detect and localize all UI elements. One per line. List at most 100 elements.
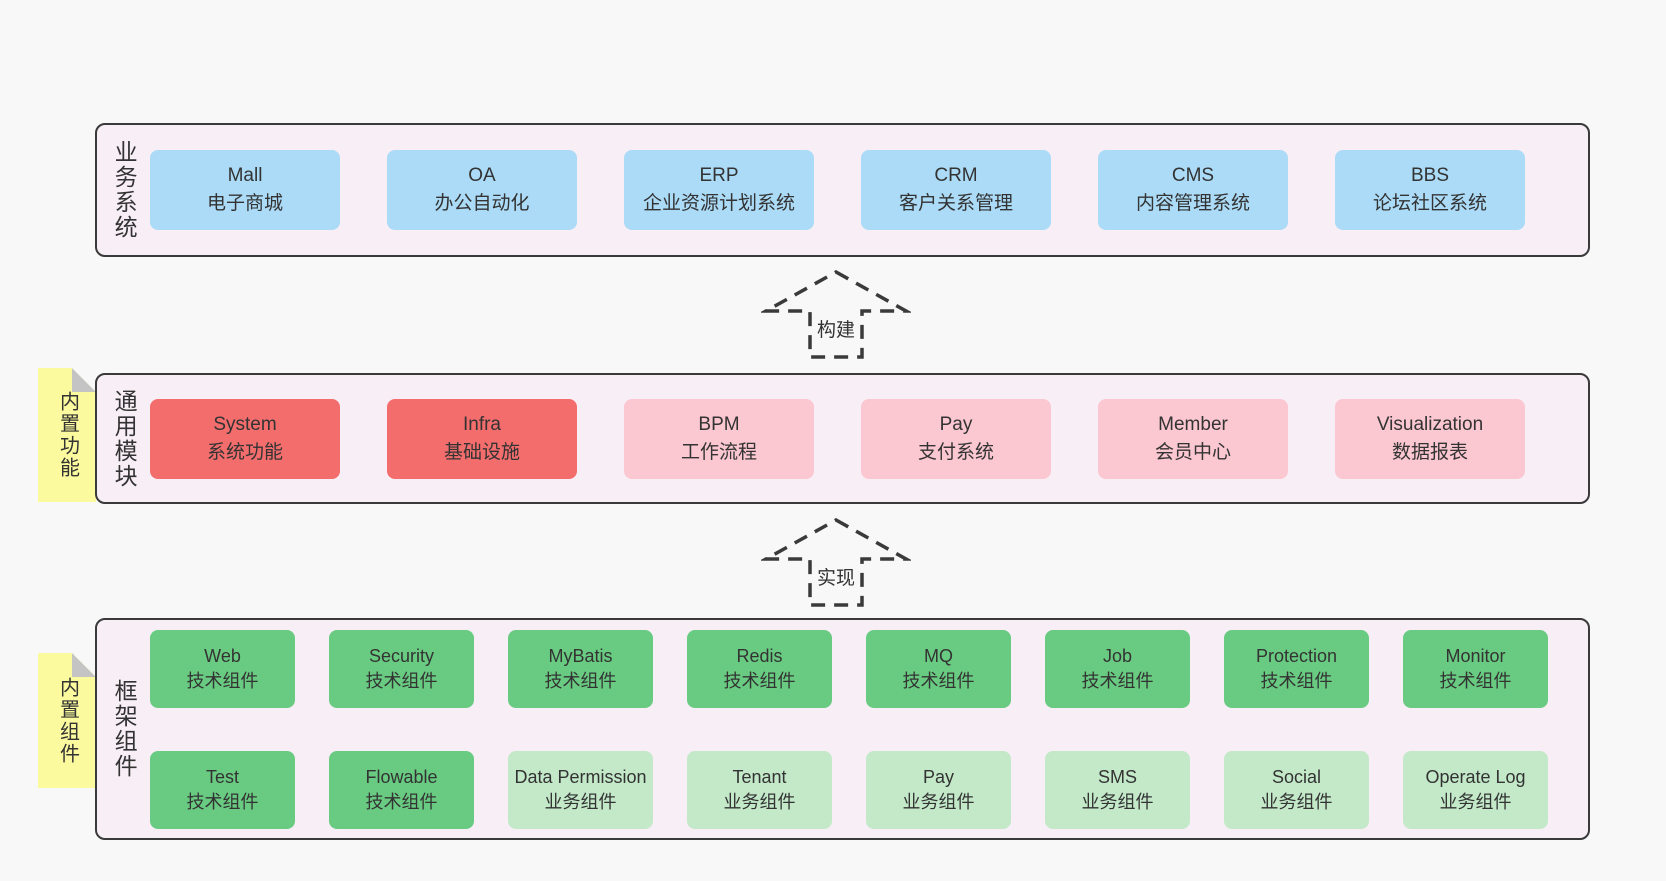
box-mall: Mall 电子商城 [150, 150, 340, 230]
box-member: Member 会员中心 [1098, 398, 1288, 479]
box-title: CMS [1171, 165, 1215, 186]
box-title: Flowable [365, 766, 438, 787]
box-subtitle: 技术组件 [1081, 670, 1154, 691]
note-label: 内置组件 [56, 676, 79, 765]
box-title: Redis [736, 645, 783, 666]
box-title: Monitor [1445, 645, 1506, 666]
arrow-label: 实现 [816, 568, 855, 589]
layer-business-systems: 业务系统 Mall 电子商城 OA 办公自动化 ERP 企业资源计划系统 CRM… [95, 123, 1590, 257]
layer-common-modules: 通用模块 System 系统功能 Infra 基础设施 BPM 工作流程 Pay… [95, 373, 1590, 504]
layer-title-text: 通用模块 [111, 388, 138, 489]
box-title: Protection [1255, 645, 1338, 666]
box-subtitle: 系统功能 [206, 441, 283, 463]
implement-arrow: 实现 [761, 516, 911, 608]
box-title: Security [368, 645, 435, 666]
box-redis: Redis 技术组件 [687, 629, 832, 708]
box-cms: CMS 内容管理系统 [1098, 150, 1288, 230]
folded-corner-icon [72, 368, 96, 392]
box-social: Social 业务组件 [1224, 750, 1369, 829]
box-subtitle: 业务组件 [1081, 791, 1154, 812]
box-monitor: Monitor 技术组件 [1403, 629, 1548, 708]
box-title: Web [204, 645, 241, 666]
box-title: Operate Log [1425, 766, 1526, 787]
box-tenant: Tenant 业务组件 [687, 750, 832, 829]
box-system: System 系统功能 [150, 398, 340, 479]
layer-framework-components: 框架组件 Web 技术组件 Security 技术组件 MyBatis 技术组件… [95, 618, 1590, 840]
box-subtitle: 数据报表 [1391, 441, 1468, 463]
box-protection: Protection 技术组件 [1224, 629, 1369, 708]
box-subtitle: 企业资源计划系统 [642, 193, 795, 214]
box-bbs: BBS 论坛社区系统 [1335, 150, 1525, 230]
box-title: Test [205, 766, 239, 787]
box-data-permission: Data Permission 业务组件 [508, 750, 653, 829]
box-title: Pay [922, 766, 955, 787]
up-arrow-icon [761, 269, 911, 359]
component-rows: Web 技术组件 Security 技术组件 MyBatis 技术组件 Redi… [150, 620, 1588, 838]
box-oa: OA 办公自动化 [387, 150, 577, 230]
box-title: Data Permission [514, 766, 647, 787]
box-title: System [213, 413, 277, 435]
box-title: OA [468, 165, 496, 186]
box-subtitle: 办公自动化 [434, 193, 530, 214]
layer-title: 业务系统 [97, 125, 150, 255]
box-subtitle: 技术组件 [365, 670, 438, 691]
box-subtitle: 技术组件 [186, 791, 259, 812]
box-title: Social [1271, 766, 1322, 787]
box-subtitle: 技术组件 [723, 670, 796, 691]
box-subtitle: 基础设施 [443, 441, 520, 463]
box-subtitle: 业务组件 [1260, 791, 1333, 812]
box-row: Web 技术组件 Security 技术组件 MyBatis 技术组件 Redi… [150, 620, 1588, 717]
note-label: 内置功能 [56, 391, 79, 479]
box-subtitle: 会员中心 [1154, 441, 1231, 463]
layer-title: 通用模块 [97, 375, 150, 502]
box-erp: ERP 企业资源计划系统 [624, 150, 814, 230]
box-operate-log: Operate Log 业务组件 [1403, 750, 1548, 829]
box-subtitle: 业务组件 [544, 791, 617, 812]
box-subtitle: 技术组件 [1260, 670, 1333, 691]
box-subtitle: 电子商城 [206, 193, 283, 214]
box-subtitle: 业务组件 [723, 791, 796, 812]
box-test: Test 技术组件 [150, 750, 295, 829]
box-title: ERP [699, 165, 739, 186]
build-arrow: 构建 [761, 268, 911, 360]
box-subtitle: 技术组件 [365, 791, 438, 812]
box-subtitle: 客户关系管理 [898, 193, 1013, 214]
box-row: Test 技术组件 Flowable 技术组件 Data Permission … [150, 741, 1588, 838]
box-title: MyBatis [548, 645, 613, 666]
layer-title: 框架组件 [97, 620, 150, 838]
up-arrow-icon [761, 517, 911, 607]
box-title: SMS [1097, 766, 1137, 787]
sticky-note-built-in-features: 内置功能 [38, 368, 96, 502]
box-title: Infra [462, 413, 502, 435]
box-title: Pay [939, 413, 973, 435]
box-bpm: BPM 工作流程 [624, 398, 814, 479]
box-flowable: Flowable 技术组件 [329, 750, 474, 829]
box-row: Mall 电子商城 OA 办公自动化 ERP 企业资源计划系统 CRM 客户关系… [150, 125, 1588, 255]
box-row: System 系统功能 Infra 基础设施 BPM 工作流程 Pay 支付系统… [150, 375, 1588, 502]
folded-corner-icon [72, 653, 96, 677]
box-pay-component: Pay 业务组件 [866, 750, 1011, 829]
box-title: Member [1158, 413, 1228, 435]
box-web: Web 技术组件 [150, 629, 295, 708]
box-title: CRM [934, 165, 978, 186]
box-subtitle: 技术组件 [902, 670, 975, 691]
box-title: BPM [698, 413, 740, 435]
box-title: Tenant [732, 766, 787, 787]
box-sms: SMS 业务组件 [1045, 750, 1190, 829]
box-subtitle: 技术组件 [186, 670, 259, 691]
box-subtitle: 业务组件 [902, 791, 975, 812]
box-title: Mall [227, 165, 263, 186]
layer-title-text: 业务系统 [111, 140, 138, 240]
box-title: MQ [924, 645, 953, 666]
box-subtitle: 支付系统 [917, 441, 994, 463]
box-title: Job [1102, 645, 1133, 666]
box-mybatis: MyBatis 技术组件 [508, 629, 653, 708]
box-job: Job 技术组件 [1045, 629, 1190, 708]
box-title: Visualization [1376, 413, 1484, 435]
box-infra: Infra 基础设施 [387, 398, 577, 479]
box-security: Security 技术组件 [329, 629, 474, 708]
sticky-note-built-in-components: 内置组件 [38, 653, 96, 788]
box-pay: Pay 支付系统 [861, 398, 1051, 479]
arrow-label: 构建 [816, 320, 855, 341]
